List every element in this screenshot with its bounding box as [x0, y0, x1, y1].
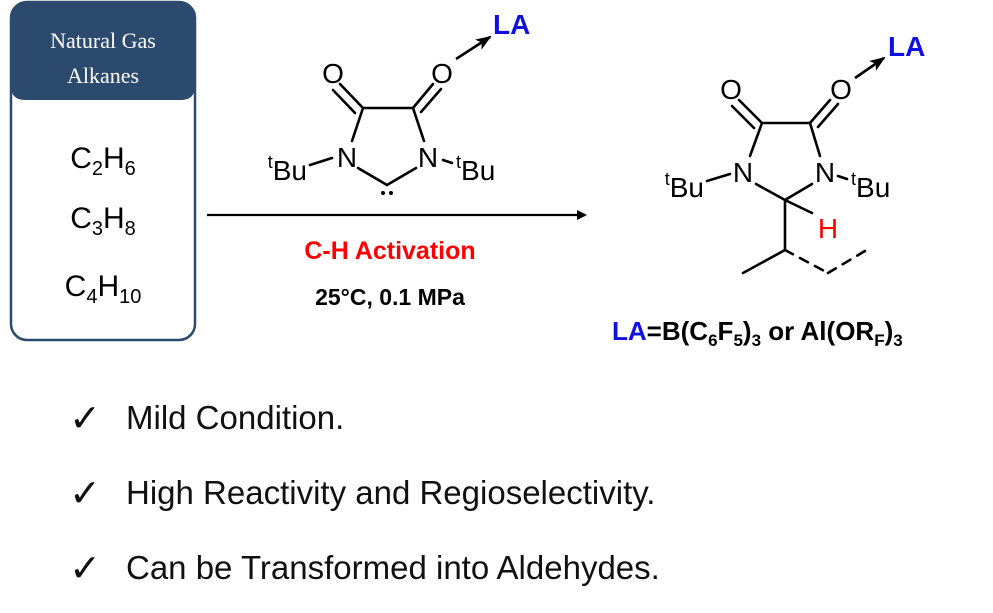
- la-definition: LA=B(C6F5)3 or Al(ORF)3: [612, 316, 903, 350]
- benefit-text: Can be Transformed into Aldehydes.: [126, 549, 660, 586]
- atom-n: N: [337, 142, 357, 173]
- benefit-text: Mild Condition.: [126, 399, 345, 436]
- check-icon: ✓: [69, 396, 101, 440]
- conditions-label: 25°C, 0.1 MPa: [315, 284, 465, 310]
- benefit-text: High Reactivity and Regioselectivity.: [126, 474, 656, 511]
- reagent-structure: O O N N tBu tBu LA: [268, 9, 530, 195]
- lewis-acid-label: LA: [888, 31, 925, 62]
- header-line1: Natural Gas: [50, 28, 156, 53]
- atom-o: O: [720, 74, 742, 105]
- lewis-acid-label: LA: [493, 9, 530, 40]
- check-icon: ✓: [69, 546, 101, 590]
- atom-h: H: [818, 213, 838, 244]
- tbu-right: tBu: [851, 169, 890, 203]
- atom-o: O: [431, 58, 453, 89]
- atom-n: N: [733, 157, 753, 188]
- atom-n: N: [815, 157, 835, 188]
- atom-o: O: [322, 58, 344, 89]
- tbu-left: tBu: [665, 169, 704, 203]
- tbu-right: tBu: [456, 152, 495, 186]
- check-icon: ✓: [69, 471, 101, 515]
- tbu-left: tBu: [268, 152, 307, 186]
- benefit-item: ✓ Can be Transformed into Aldehydes.: [60, 546, 660, 590]
- atom-n: N: [418, 142, 438, 173]
- activation-label: C-H Activation: [304, 237, 475, 265]
- alkane-ethane: C2H6: [70, 142, 136, 180]
- header-line2: Alkanes: [67, 63, 139, 88]
- alkane-propane: C3H8: [70, 202, 136, 240]
- benefit-item: ✓ Mild Condition.: [60, 396, 344, 440]
- atom-o: O: [830, 74, 852, 105]
- coordination-arrow: [854, 56, 886, 80]
- coordination-arrow: [455, 35, 492, 61]
- lone-pair: [381, 191, 385, 195]
- alkane-butane: C4H10: [65, 270, 142, 308]
- benefit-item: ✓ High Reactivity and Regioselectivity.: [60, 471, 655, 515]
- alkane-box: Natural Gas Alkanes C2H6 C3H8 C4H10: [9, 0, 197, 342]
- product-structure: O O N N H tBu tBu LA: [665, 31, 925, 275]
- alkane-box-header: [11, 2, 195, 100]
